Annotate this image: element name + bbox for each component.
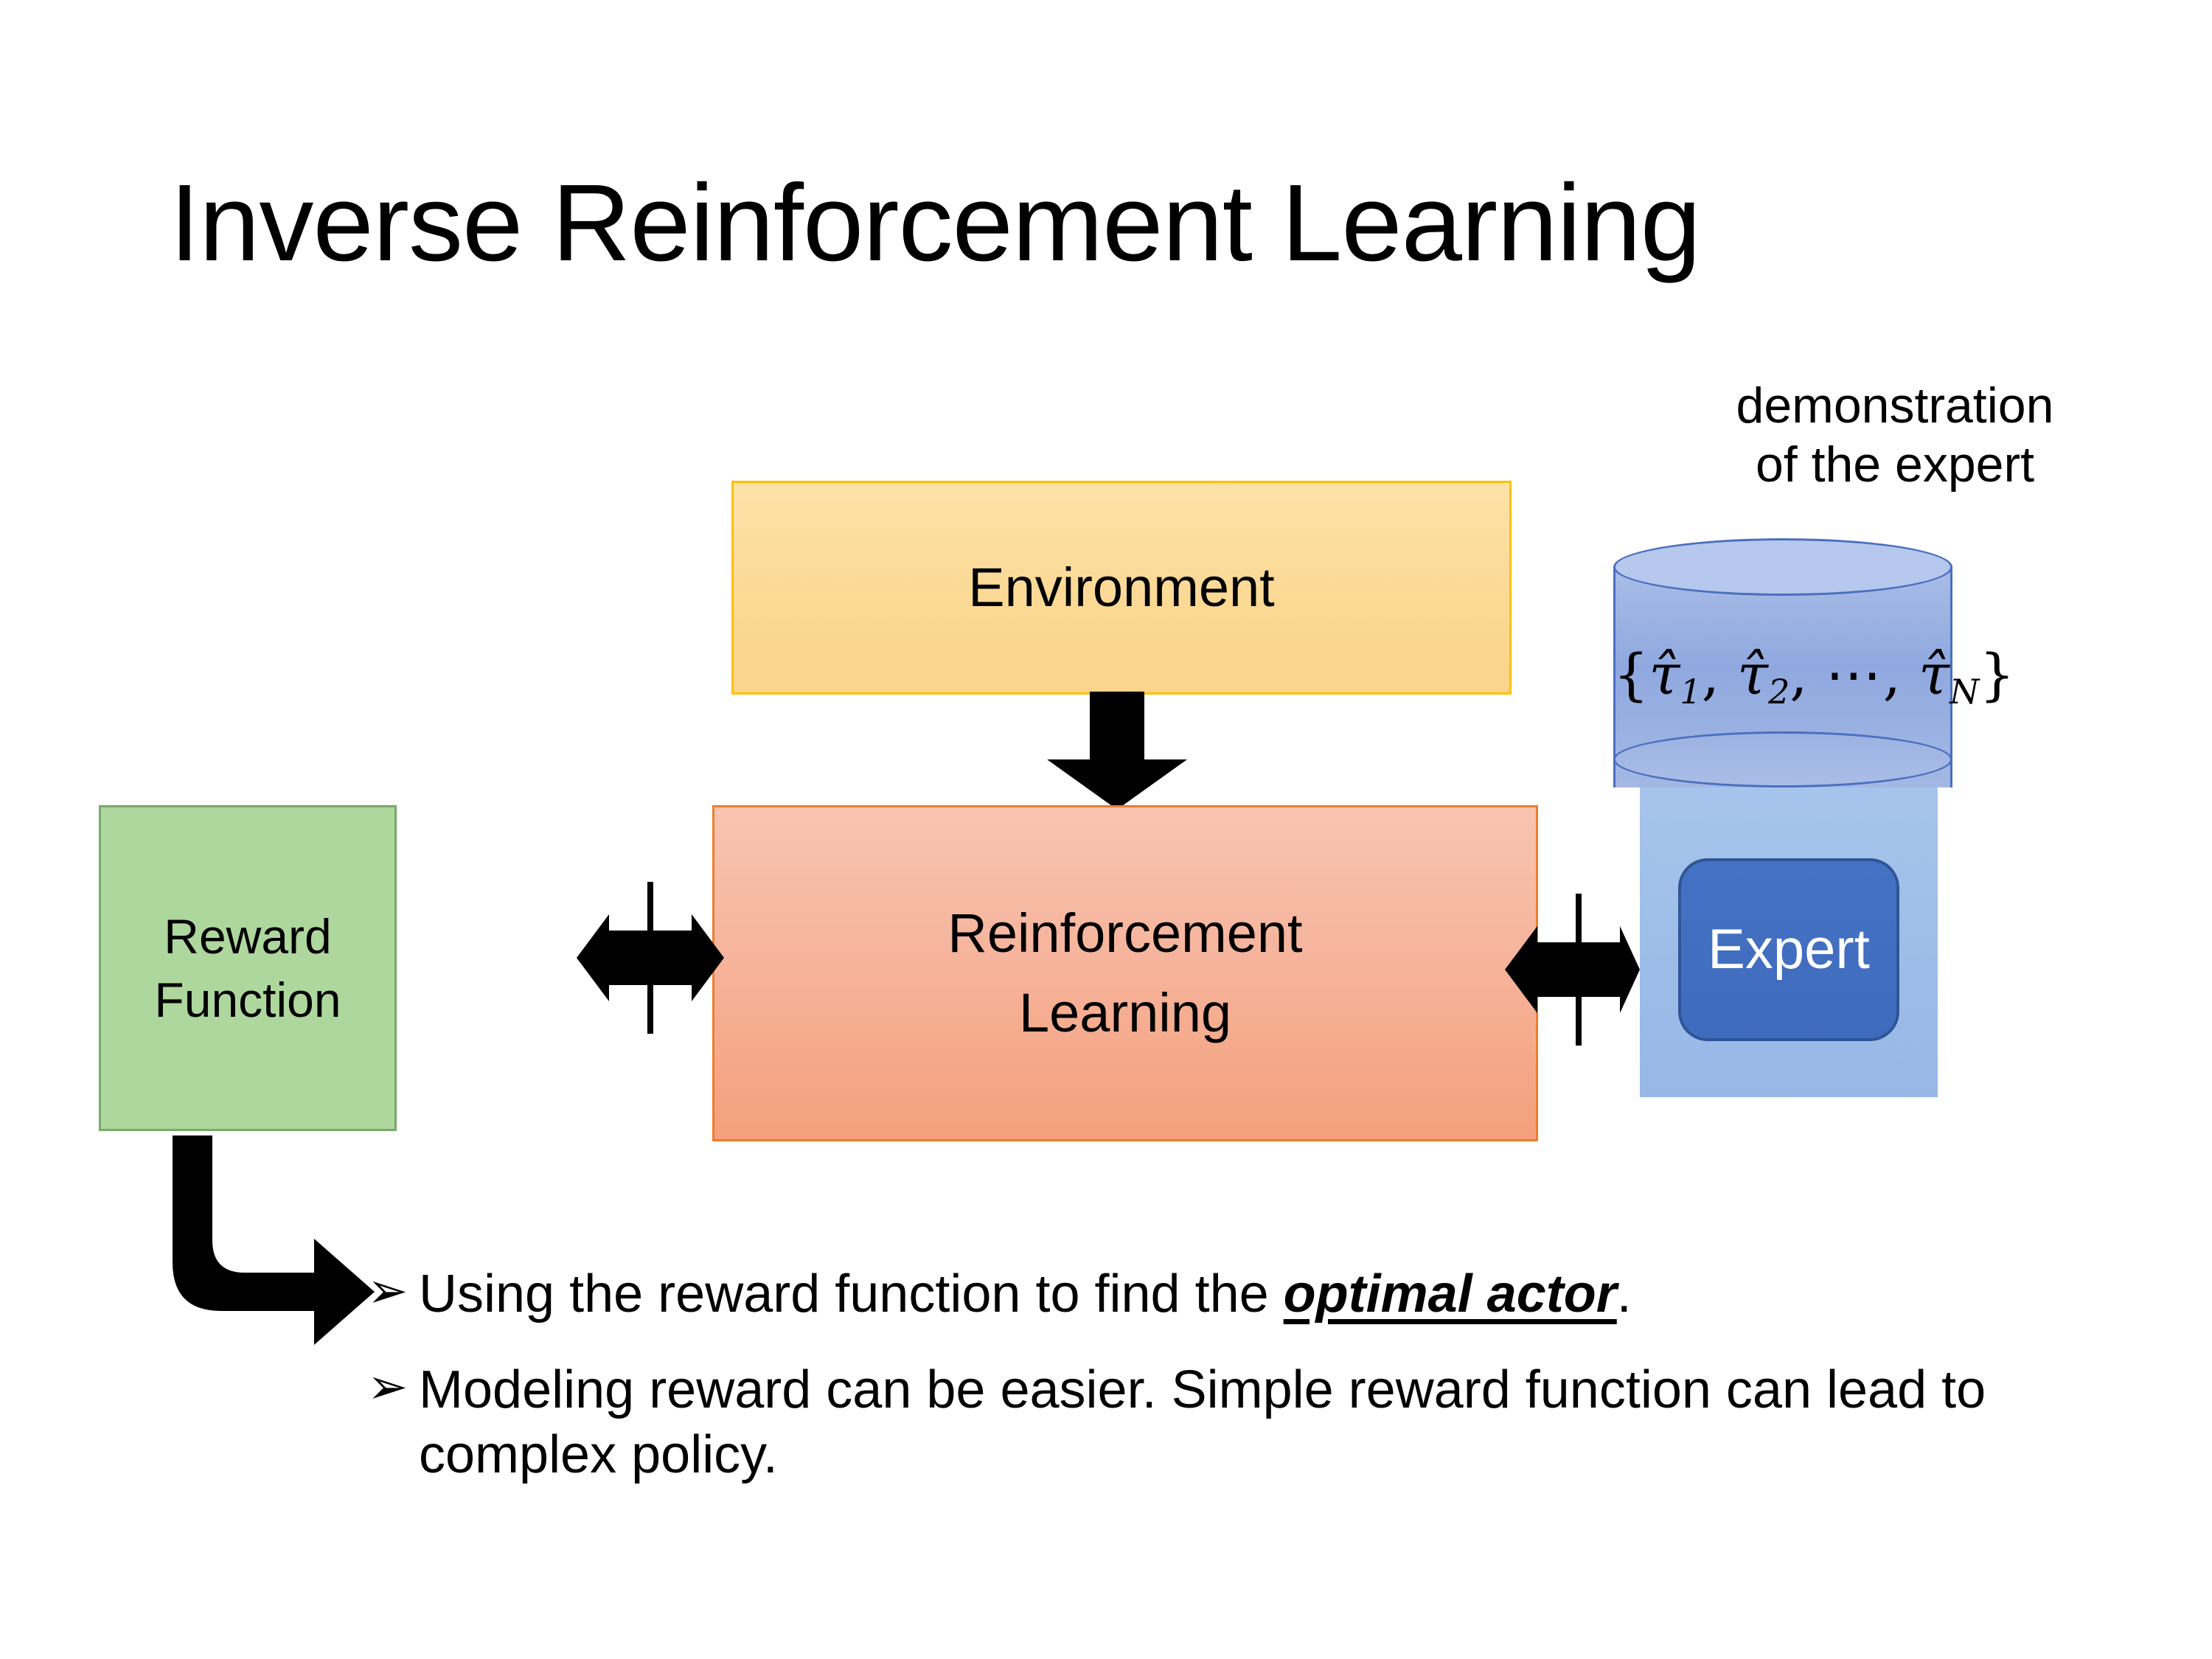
list-item: ➢ Using the reward function to find the … [367, 1262, 2063, 1327]
reward-label-line1: Reward [164, 909, 332, 964]
bullet-text-2: Modeling reward can be easier. Simple re… [419, 1358, 2063, 1488]
cylinder-bottom-ellipse [1613, 731, 1952, 787]
rl-label-line2: Learning [1018, 982, 1231, 1043]
formula-comma-1: , [1701, 641, 1719, 707]
reward-label-line2: Function [154, 973, 341, 1027]
formula-sub-n: N [1950, 671, 1980, 712]
formula-sub-1: 1 [1680, 671, 1702, 712]
formula-tau-2: τ̂ [1737, 641, 1769, 707]
expert-button[interactable]: Expert [1678, 858, 1899, 1041]
bullet-text-1: Using the reward function to find the op… [419, 1262, 1632, 1327]
formula-tau-n: τ̂ [1919, 641, 1950, 707]
bullet-marker-icon: ➢ [367, 1263, 408, 1318]
cylinder-top-ellipse [1613, 538, 1952, 596]
formula-comma-2: , [1790, 641, 1808, 707]
demonstration-cylinder[interactable]: {τ̂1, τ̂2, ⋯, τ̂N} [1613, 538, 2015, 815]
reward-function-box[interactable]: Reward Function [99, 805, 397, 1131]
bullet-1-emphasis: optimal actor [1283, 1265, 1617, 1324]
bullet-marker-icon: ➢ [367, 1358, 408, 1413]
formula-ellipsis: ⋯ [1825, 641, 1883, 707]
rl-label-line1: Reinforcement [947, 902, 1303, 964]
reinforcement-learning-box[interactable]: Reinforcement Learning [712, 805, 1538, 1141]
bullet-1-text-after: . [1616, 1265, 1632, 1324]
quad-arrow-icon-right [1505, 894, 1640, 1046]
formula-tau-1: τ̂ [1649, 641, 1680, 707]
environment-box[interactable]: Environment [731, 481, 1512, 695]
elbow-arrow-icon [173, 1135, 375, 1345]
bullet-list: ➢ Using the reward function to find the … [367, 1262, 2063, 1518]
formula-close-brace: } [1979, 641, 2015, 707]
down-arrow-icon [1047, 692, 1187, 810]
demonstration-caption-line1: demonstration [1736, 378, 2054, 434]
expert-label: Expert [1708, 918, 1870, 981]
quad-arrow-icon-left [577, 882, 724, 1034]
formula-comma-3: , [1882, 641, 1901, 707]
page-title: Inverse Reinforcement Learning [170, 162, 1701, 284]
environment-label: Environment [968, 557, 1275, 618]
bullet-1-text-before: Using the reward function to find the [419, 1265, 1284, 1324]
list-item: ➢ Modeling reward can be easier. Simple … [367, 1358, 2063, 1488]
formula-open-brace: { [1613, 641, 1649, 707]
bullet-2-text-before: Modeling reward can be easier. Simple re… [419, 1360, 1986, 1484]
formula-sub-2: 2 [1768, 671, 1790, 712]
trajectory-set-formula: {τ̂1, τ̂2, ⋯, τ̂N} [1613, 641, 2015, 712]
demonstration-caption-line2: of the expert [1755, 437, 2035, 493]
demonstration-caption: demonstration of the expert [1644, 376, 2146, 494]
